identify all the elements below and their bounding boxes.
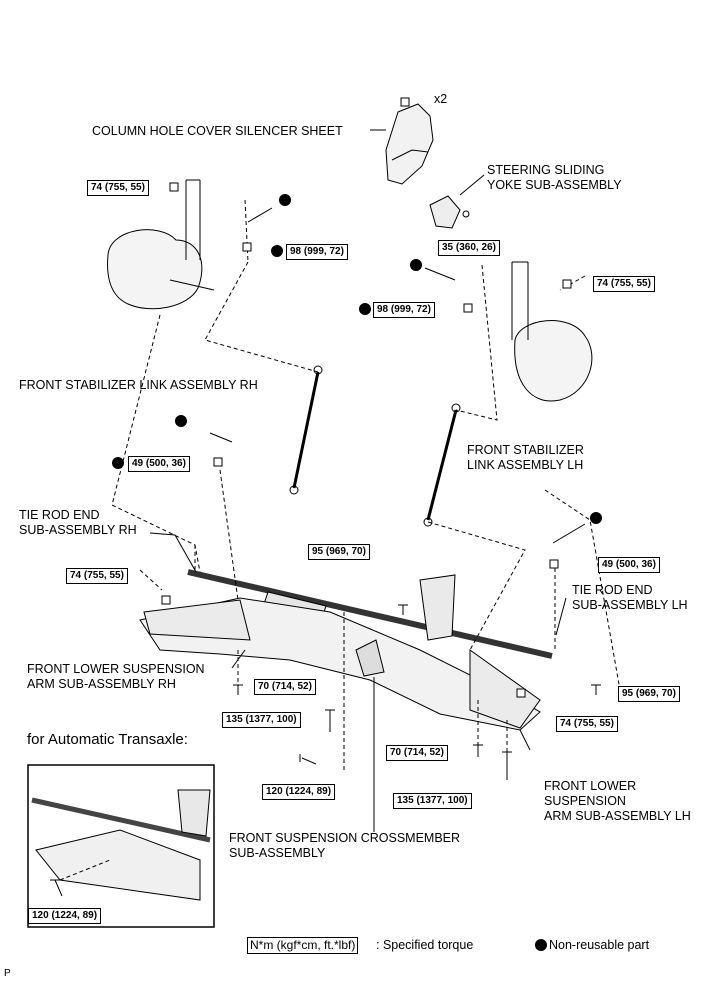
lower-arm-lh-label: FRONT LOWER SUSPENSION ARM SUB-ASSEMBLY … — [544, 779, 691, 824]
non-reusable-marker — [279, 194, 291, 206]
steering-yoke-line-1: STEERING SLIDING — [487, 163, 605, 177]
nut-part — [549, 559, 559, 569]
nut-part — [463, 303, 473, 313]
torque-spec-box: 95 (969, 70) — [308, 544, 370, 560]
nut-part — [213, 457, 223, 467]
tie-rod-lh-line-1: TIE ROD END — [572, 583, 653, 597]
torque-spec-box: 74 (755, 55) — [87, 180, 149, 196]
tie-rod-rh-label: TIE ROD END SUB-ASSEMBLY RH — [19, 508, 137, 538]
tie-rod-lh-label: TIE ROD END SUB-ASSEMBLY LH — [572, 583, 688, 613]
legend-torque-text: : Specified torque — [376, 938, 474, 952]
torque-spec-box: 74 (755, 55) — [593, 276, 655, 292]
nut-part — [562, 279, 572, 289]
nut-part — [161, 595, 171, 605]
column-hole-cover-label: COLUMN HOLE COVER SILENCER SHEET — [92, 124, 343, 138]
bolt-part — [473, 744, 483, 757]
torque-spec-box: 74 (755, 55) — [556, 716, 618, 732]
steering-rack-part — [187, 569, 553, 659]
auto-transaxle-heading: for Automatic Transaxle: — [27, 731, 188, 748]
lower-arm-lh-line-3: ARM SUB-ASSEMBLY LH — [544, 809, 691, 823]
bolt-part — [299, 754, 317, 765]
torque-spec-box: 135 (1377, 100) — [393, 793, 472, 809]
steering-yoke-label: STEERING SLIDING YOKE SUB-ASSEMBLY — [487, 163, 622, 193]
legend-non-reusable-text: Non-reusable part — [549, 938, 650, 952]
stabilizer-link-rh-part — [292, 371, 320, 489]
lower-arm-rh-line-1: FRONT LOWER SUSPENSION — [27, 662, 205, 676]
torque-spec-box: 95 (969, 70) — [618, 686, 680, 702]
non-reusable-marker — [590, 512, 602, 524]
non-reusable-marker — [175, 415, 187, 427]
crossmember-line-1: FRONT SUSPENSION CROSSMEMBER — [229, 831, 461, 845]
bolt-part — [233, 684, 243, 695]
non-reusable-marker — [112, 457, 124, 469]
nut-part — [516, 688, 526, 698]
torque-spec-box: 98 (999, 72) — [373, 302, 435, 318]
knuckle-lh-part — [514, 320, 593, 402]
non-reusable-marker — [410, 259, 422, 271]
bolt-part — [325, 709, 335, 732]
torque-spec-box: 120 (1224, 89) — [28, 908, 102, 924]
quantity-label: x2 — [434, 92, 448, 106]
torque-spec-box: 49 (500, 36) — [598, 557, 660, 573]
torque-spec-box: 120 (1224, 89) — [262, 784, 336, 800]
stabilizer-link-lh-part — [426, 409, 458, 521]
clip-part — [400, 97, 410, 107]
legend-non-reusable-dot — [535, 939, 547, 951]
stabilizer-link-lh-line-1: FRONT STABILIZER — [467, 443, 584, 457]
lower-arm-lh-line-1: FRONT LOWER — [544, 779, 637, 793]
lower-arm-rh-line-2: ARM SUB-ASSEMBLY RH — [27, 677, 176, 691]
torque-spec-box: 70 (714, 52) — [386, 745, 448, 761]
lower-arm-rh-label: FRONT LOWER SUSPENSION ARM SUB-ASSEMBLY … — [27, 662, 205, 692]
knuckle-rh-part — [107, 229, 203, 310]
tie-rod-rh-line-2: SUB-ASSEMBLY RH — [19, 523, 137, 537]
torque-spec-box: 70 (714, 52) — [254, 679, 316, 695]
steering-yoke-part — [429, 195, 461, 229]
stabilizer-link-rh-label: FRONT STABILIZER LINK ASSEMBLY RH — [19, 378, 258, 392]
legend-torque-box: N*m (kgf*cm, ft.*lbf) — [247, 937, 359, 954]
bolt-part — [398, 604, 408, 615]
silencer-sheet-part — [385, 103, 434, 185]
non-reusable-marker — [271, 245, 283, 257]
steering-yoke-line-2: YOKE SUB-ASSEMBLY — [487, 178, 622, 192]
bolt-part — [591, 684, 601, 695]
torque-spec-box: 74 (755, 55) — [66, 568, 128, 584]
page-marker: P — [4, 968, 11, 979]
torque-spec-box: 135 (1377, 100) — [222, 712, 301, 728]
torque-spec-box: 35 (360, 26) — [438, 240, 500, 256]
stabilizer-link-lh-line-2: LINK ASSEMBLY LH — [467, 458, 584, 472]
non-reusable-marker — [359, 303, 371, 315]
lower-arm-lh-part — [469, 649, 541, 729]
tie-rod-rh-line-1: TIE ROD END — [19, 508, 100, 522]
torque-spec-box: 98 (999, 72) — [286, 244, 348, 260]
lower-arm-lh-line-2: SUSPENSION — [544, 794, 626, 808]
tie-rod-lh-line-2: SUB-ASSEMBLY LH — [572, 598, 688, 612]
crossmember-line-2: SUB-ASSEMBLY — [229, 846, 326, 860]
crossmember-label: FRONT SUSPENSION CROSSMEMBER SUB-ASSEMBL… — [229, 831, 460, 861]
bolt-part — [502, 751, 512, 780]
nut-part — [242, 242, 252, 252]
torque-spec-box: 49 (500, 36) — [128, 456, 190, 472]
nut-part — [169, 182, 179, 192]
lower-arm-rh-part — [143, 599, 251, 641]
stabilizer-link-lh-label: FRONT STABILIZER LINK ASSEMBLY LH — [467, 443, 584, 473]
